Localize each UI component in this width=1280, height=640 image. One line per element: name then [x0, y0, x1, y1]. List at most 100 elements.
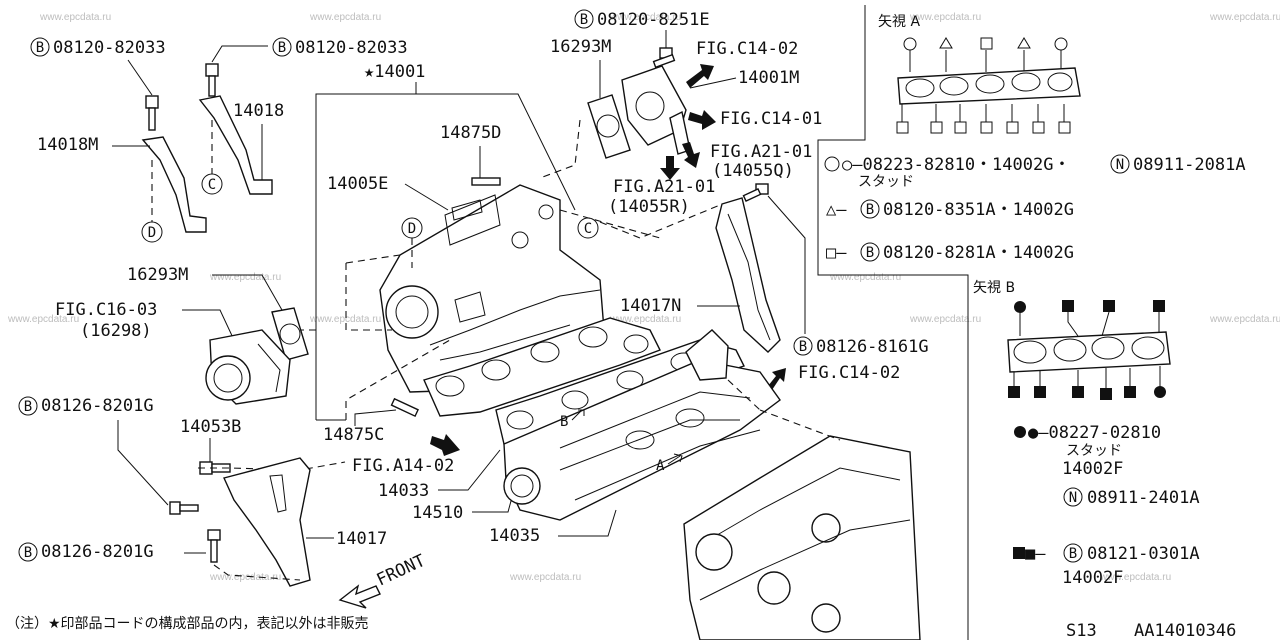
ref-mark: D: [408, 221, 416, 237]
filled-square-icon: [1008, 386, 1020, 398]
part-label: 14017N: [620, 296, 681, 316]
watermark: www.epcdata.ru: [7, 314, 79, 325]
part-label: 14001M: [738, 68, 799, 88]
fig-ref: FIG.A14-02: [352, 456, 454, 476]
bolt-mark-icon: [574, 9, 594, 29]
bolt-mark-icon: [860, 199, 880, 219]
gasket-icon: [423, 317, 661, 417]
square-symbol-icon: [1058, 121, 1071, 134]
bolt-icon: [205, 63, 219, 97]
part-label: 14005E: [327, 174, 388, 194]
filled-square-icon: [1072, 386, 1084, 398]
part-label: 16293M: [550, 37, 611, 57]
part-label: ★14001: [364, 62, 425, 82]
fig-ref: FIG.A21-01: [710, 142, 812, 162]
fig-ref: FIG.C14-02: [696, 39, 798, 59]
part-label: 14018M: [37, 135, 98, 155]
circle-symbol-icon: [824, 156, 840, 172]
lower-left-parts: B 08126-8201G 14053B 14017 B 08126-8201G…: [18, 396, 429, 609]
front-arrow-icon: [338, 584, 381, 609]
filled-square-icon: [1013, 547, 1025, 559]
view-marker: B: [560, 414, 568, 430]
legend-part: 14002F: [1062, 459, 1123, 479]
legend-part: 08911-2401A: [1087, 488, 1200, 508]
view-a-title: 矢視 A: [878, 14, 920, 30]
footer: （注）★印部品コードの構成部品の内，表記以外は非販売 S13 AA1401034…: [6, 615, 1236, 640]
front-label: FRONT: [374, 551, 429, 591]
arrow-icon: [682, 142, 700, 168]
part-label: (14055Q): [712, 161, 794, 181]
bolt-mark: B: [866, 202, 874, 218]
square-symbol-icon: [1006, 121, 1019, 134]
bolt-mark-icon: [860, 242, 880, 262]
watermark: www.epcdata.ru: [39, 12, 111, 23]
fig-ref: FIG.C16-03: [55, 300, 157, 320]
watermark: www.epcdata.ru: [1209, 314, 1280, 325]
part-label: 08120-82033: [53, 38, 166, 58]
fig-ref: FIG.C14-02: [798, 363, 900, 383]
bolt-mark: B: [1069, 546, 1077, 562]
filled-square-icon: [1153, 300, 1165, 312]
bolt-mark: B: [24, 399, 32, 415]
legend-triangle: △–: [826, 200, 847, 220]
gasket-icon: [587, 94, 631, 159]
part-label: 14510: [412, 503, 463, 523]
bolt-mark: B: [24, 545, 32, 561]
model-code: S13: [1066, 621, 1097, 640]
bolt-mark-icon: [18, 542, 38, 562]
ref-circle-icon: [201, 173, 223, 195]
nut-mark: N: [1116, 157, 1124, 173]
legend-part: 14002F: [1062, 568, 1123, 588]
part-label: 14033: [378, 481, 429, 501]
bolt-mark-icon: [1063, 543, 1083, 563]
square-symbol-icon: [954, 121, 967, 134]
watermark: www.epcdata.ru: [209, 572, 281, 583]
legend-part: 08911-2081A: [1133, 155, 1246, 175]
stud-icon: [471, 177, 501, 186]
view-a-panel: 矢視 A ○–08223-82810・1: [824, 14, 1246, 263]
fig-ref: FIG.A21-01: [613, 177, 715, 197]
bolt-mark-icon: [793, 336, 813, 356]
watermark: www.epcdata.ru: [609, 314, 681, 325]
part-label: 14053B: [180, 417, 241, 437]
footnote: （注）★印部品コードの構成部品の内，表記以外は非販売: [6, 615, 369, 632]
bolt-icon: [145, 95, 159, 131]
bolt-icon: [652, 47, 676, 69]
dot-symbol-icon: [1154, 386, 1166, 398]
triangle-symbol-icon: [1017, 37, 1031, 49]
left-brackets: B 08120-82033 14018M D B 08120-82033 140…: [30, 37, 408, 243]
watermark: www.epcdata.ru: [309, 12, 381, 23]
filled-square-icon: [1103, 300, 1115, 312]
bolt-mark: B: [278, 40, 286, 56]
watermark: www.epcdata.ru: [209, 272, 281, 283]
arrow-icon: [686, 64, 714, 88]
square-symbol-icon: [980, 121, 993, 134]
dot-symbol-icon: [1014, 301, 1026, 313]
watermark: www.epcdata.ru: [909, 314, 981, 325]
gasket-icon: [271, 307, 309, 361]
square-symbol-icon: [1032, 121, 1045, 134]
bolt-mark-icon: [18, 396, 38, 416]
stud-icon: [390, 397, 419, 418]
legend-dot: ●–08227-02810: [1028, 423, 1161, 443]
square-symbol-icon: [930, 121, 943, 134]
cylinder-head-icon: [683, 435, 921, 640]
bolt-mark: B: [866, 245, 874, 261]
rear-bracket: 14017N B 08126-8161G FIG.C14-02: [620, 183, 929, 390]
part-label: 08126-8161G: [816, 337, 929, 357]
bracket-icon: [715, 197, 781, 353]
square-symbol-icon: [980, 37, 993, 50]
stud-label: スタッド: [858, 174, 914, 190]
arrow-icon: [660, 156, 680, 180]
part-label: 08120-82033: [295, 38, 408, 58]
part-label: 08126-8201G: [41, 542, 154, 562]
filled-square-icon: [1034, 386, 1046, 398]
throttle-port-icon: [385, 285, 439, 339]
view-marker: A: [656, 458, 665, 474]
bolt-mark-icon: [272, 37, 292, 57]
filled-square-icon: [1100, 388, 1112, 400]
watermark: www.epcdata.ru: [509, 572, 581, 583]
part-label: 14035: [489, 526, 540, 546]
part-label: 16293M: [127, 265, 188, 285]
ref-circle-icon: [141, 221, 163, 243]
